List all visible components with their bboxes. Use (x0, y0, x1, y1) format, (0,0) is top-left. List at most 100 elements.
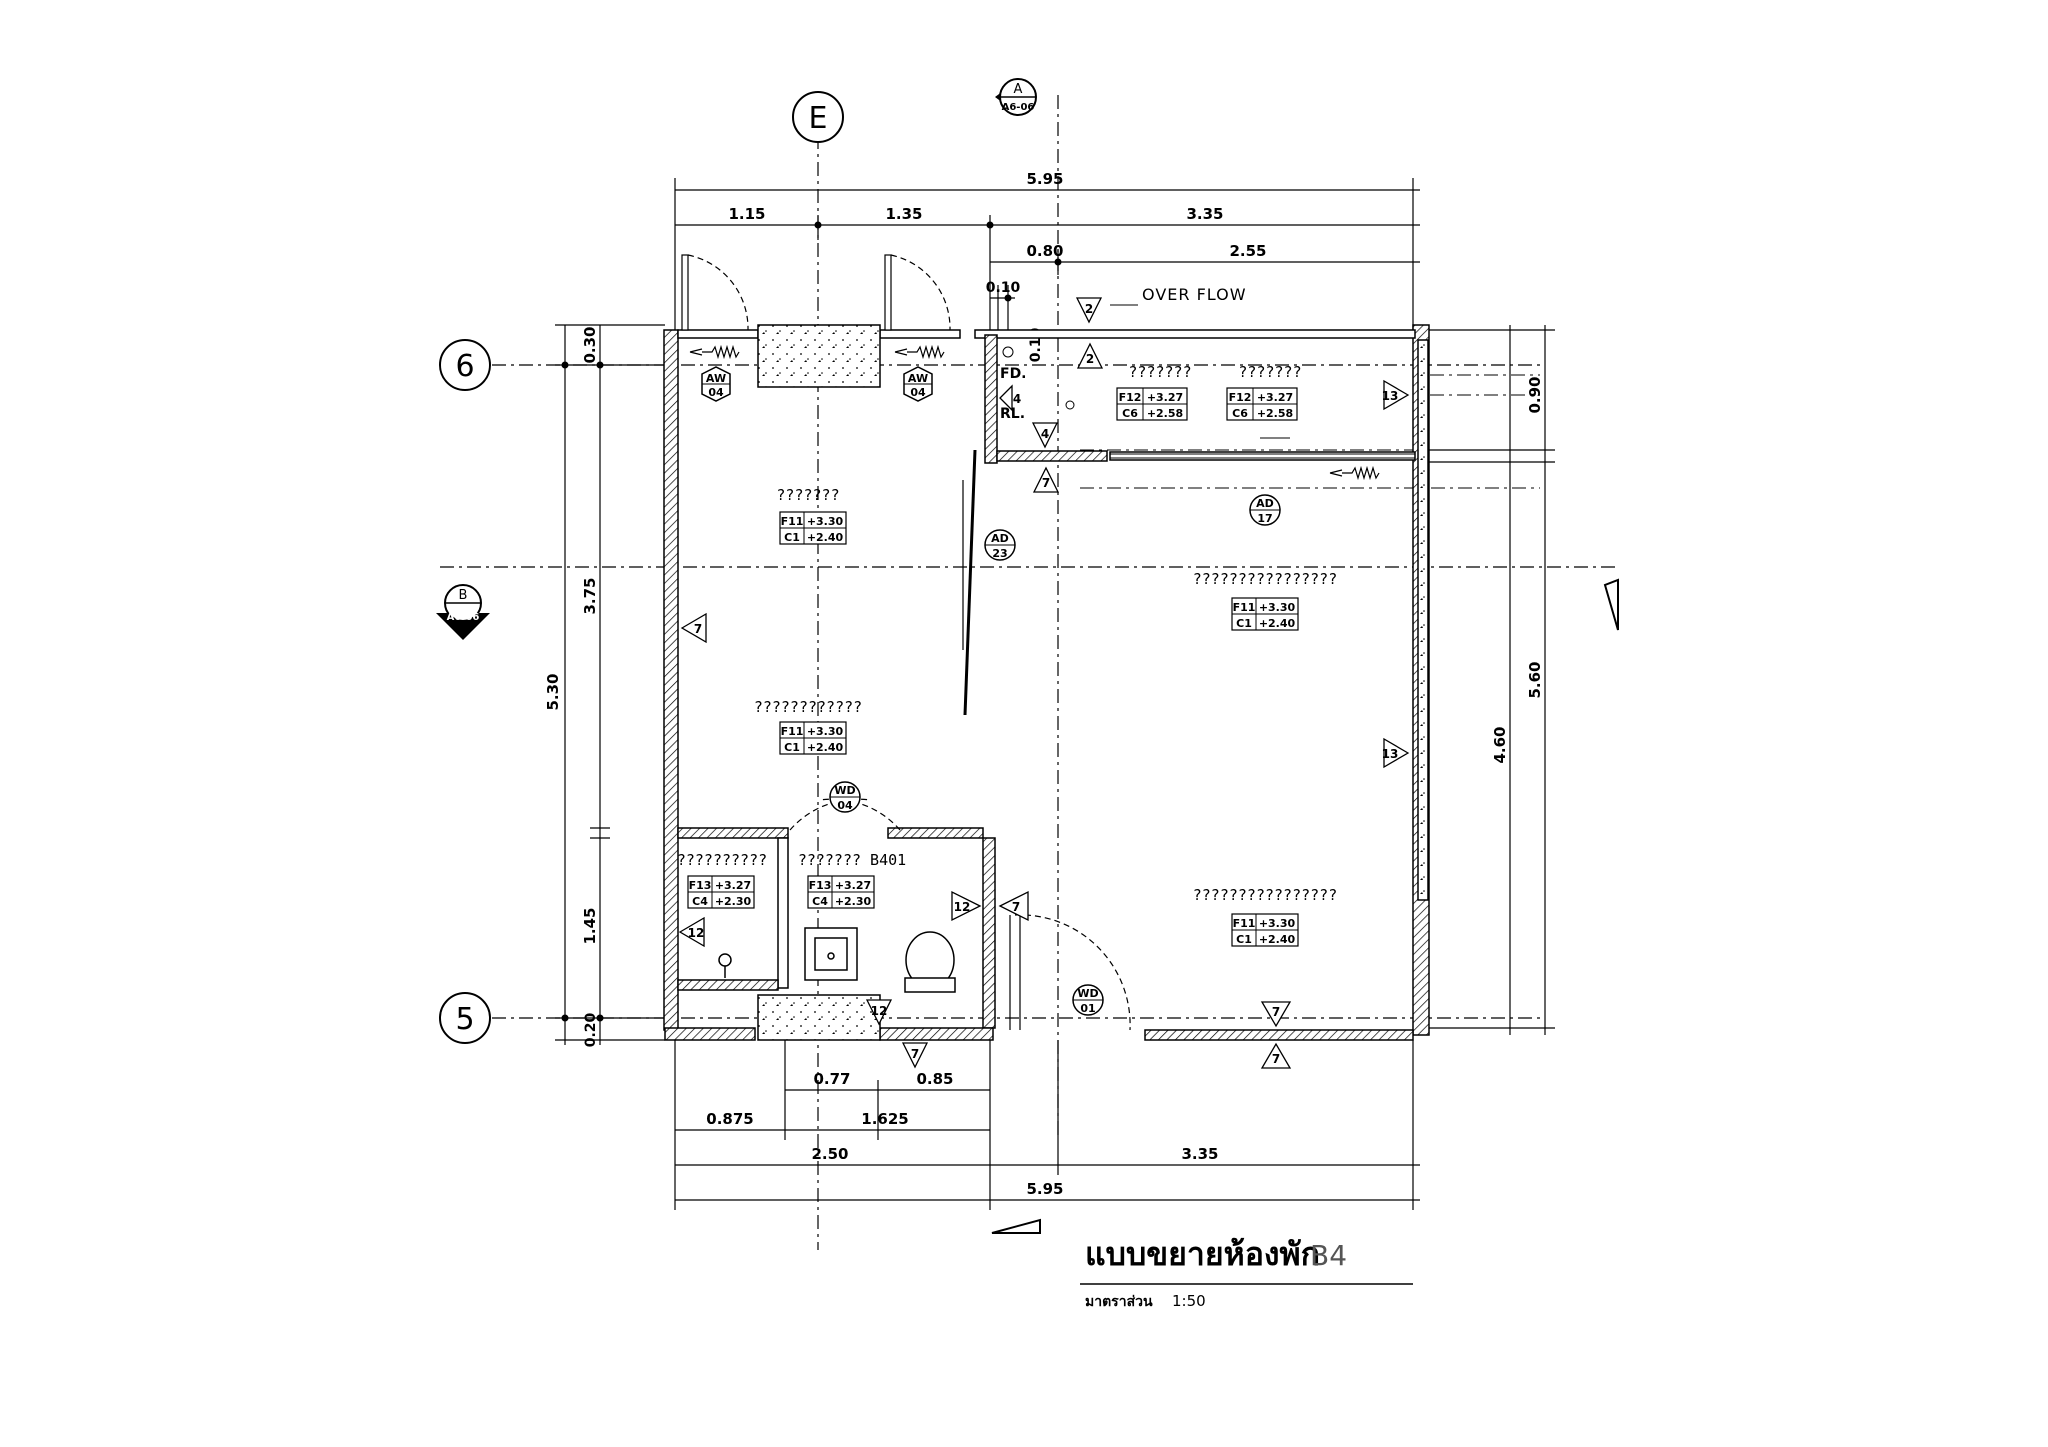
floor-code: F11 (1233, 601, 1256, 614)
room-label-1: ??????? F11 +3.30 C1 +2.40 (776, 486, 847, 545)
room-name: ???????????? (754, 698, 862, 716)
wall-type-4-b: 4 (1031, 422, 1059, 449)
tag-top: AD (1256, 497, 1274, 510)
floor-level: +3.30 (1259, 601, 1296, 614)
floor-code: F12 (1229, 391, 1252, 404)
dim-bottom-6: 3.35 (1181, 1145, 1218, 1163)
room-label-4: ???????????????? F11 +3.30 C1 +2.40 (1193, 886, 1338, 947)
tag-top: WD (834, 784, 855, 797)
floor-level: +3.27 (835, 879, 871, 892)
section-arrow-right (1603, 578, 1619, 631)
ceiling-level: +2.40 (1259, 933, 1296, 946)
room-label-6: ??????? F12 +3.27 C6 +2.58 (1226, 363, 1302, 421)
tag-top: AD (991, 532, 1009, 545)
planter-top (757, 324, 881, 388)
floor-code: F11 (781, 515, 804, 528)
tag-wd-04: WD 04 (829, 781, 861, 813)
dim-top-5: 2.55 (1229, 242, 1266, 260)
ceiling-level: +2.40 (807, 531, 844, 544)
wall-type-number: 4 (1041, 427, 1049, 441)
overflow-note: OVER FLOW (1142, 285, 1247, 304)
dim-top-1: 1.15 (728, 205, 765, 223)
dim-bottom-4: 1.625 (861, 1110, 908, 1128)
scale-value: 1:50 (1172, 1292, 1206, 1310)
dim-bottom-total: 5.95 (1026, 1180, 1063, 1198)
doors (681, 254, 1131, 1031)
floor-level: +3.27 (1147, 391, 1183, 404)
wall-type-markers: 2 2 4 4 7 7 13 13 (678, 297, 1410, 1069)
wall-type-12-right: 12 (951, 890, 982, 922)
wall-type-number: 7 (1272, 1052, 1280, 1066)
wall-type-number: 7 (1272, 1005, 1280, 1019)
dim-left-5: 0.20 (583, 1012, 599, 1047)
tag-top: AW (706, 372, 726, 385)
dimension-ticks-left (561, 361, 604, 1022)
dimensions-bottom (674, 1040, 1420, 1210)
grid-bubble-6: 6 (439, 339, 491, 391)
tag-aw-2: AW 04 (903, 366, 933, 402)
dimensions-right (1420, 325, 1555, 1035)
floor-code: F13 (809, 879, 832, 892)
section-mark-a: A A6-06 (995, 78, 1037, 116)
tag-ad-23: AD 23 (984, 529, 1016, 561)
wall-type-number: 7 (911, 1047, 919, 1061)
wall-type-number: 13 (1382, 747, 1399, 761)
floor-level: +3.30 (807, 725, 844, 738)
floor-level: +3.30 (1259, 917, 1296, 930)
room-label-8: ??????? B401 F13 +3.27 C4 +2.30 (798, 851, 906, 909)
dimension-ticks-top (814, 221, 1062, 302)
room-name: ??????? (776, 486, 839, 504)
dim-top-6: 0.10 (986, 280, 1021, 296)
dim-left-4: 1.45 (581, 907, 599, 944)
wall-type-13-top: 13 (1382, 379, 1410, 411)
tag-aw-1: AW 04 (701, 366, 731, 402)
ceiling-code: C6 (1122, 407, 1138, 420)
room-name: ???????????????? (1193, 570, 1338, 588)
floor-code: F11 (1233, 917, 1256, 930)
ceiling-code: C1 (1236, 617, 1252, 630)
ceiling-level: +2.30 (715, 895, 752, 908)
planter-bottom (757, 994, 881, 1041)
tag-bottom: 17 (1257, 512, 1272, 525)
section-mark-b: B A6-06 (436, 584, 490, 640)
ceiling-code: C1 (1236, 933, 1252, 946)
grid-label-6: 6 (455, 349, 474, 384)
ceiling-level: +2.58 (1147, 407, 1183, 420)
fd-note: FD. (1000, 366, 1027, 382)
dim-right-1: 0.90 (1526, 376, 1544, 413)
room-name: ??????? B401 (798, 851, 906, 869)
floor-code: F11 (781, 725, 804, 738)
tag-top: AW (908, 372, 928, 385)
section-b-sheet: A6-06 (447, 612, 480, 623)
dimensions-top (674, 178, 1420, 330)
ceiling-code: C1 (784, 741, 800, 754)
ceiling-code: C4 (692, 895, 708, 908)
section-a-letter: A (1014, 82, 1023, 97)
ceiling-level: +2.40 (807, 741, 844, 754)
room-name: ???????????????? (1193, 886, 1338, 904)
ceiling-level: +2.40 (1259, 617, 1296, 630)
window-lines (1110, 437, 1415, 459)
dim-top-3: 3.35 (1186, 205, 1223, 223)
room-label-3: ???????????????? F11 +3.30 C1 +2.40 (1193, 570, 1338, 631)
tag-wd-01: WD 01 (1072, 984, 1104, 1016)
wall-type-7-bottom-left: 7 (901, 1042, 929, 1069)
dim-right-2: 5.60 (1526, 661, 1544, 698)
wall-type-number: 4 (1013, 392, 1021, 406)
ceiling-code: C6 (1232, 407, 1248, 420)
tag-bottom: 04 (708, 386, 724, 399)
wall-type-2-mid: 2 (1076, 342, 1104, 369)
room-label-7: ?????????? F13 +3.27 C4 +2.30 (677, 851, 767, 909)
tag-top: WD (1077, 987, 1098, 1000)
grid-label-e: E (809, 101, 828, 136)
section-arrow-bottom (991, 1218, 1041, 1234)
grid-lines (440, 95, 1620, 1250)
wall-type-number: 12 (871, 1004, 888, 1018)
walls (663, 324, 1430, 1041)
rain-leader-symbol (1065, 400, 1075, 410)
wall-type-4-a: 4 (999, 384, 1021, 412)
floor-code: F13 (689, 879, 712, 892)
ceiling-code: C4 (812, 895, 828, 908)
wall-type-7-left: 7 (680, 612, 707, 644)
